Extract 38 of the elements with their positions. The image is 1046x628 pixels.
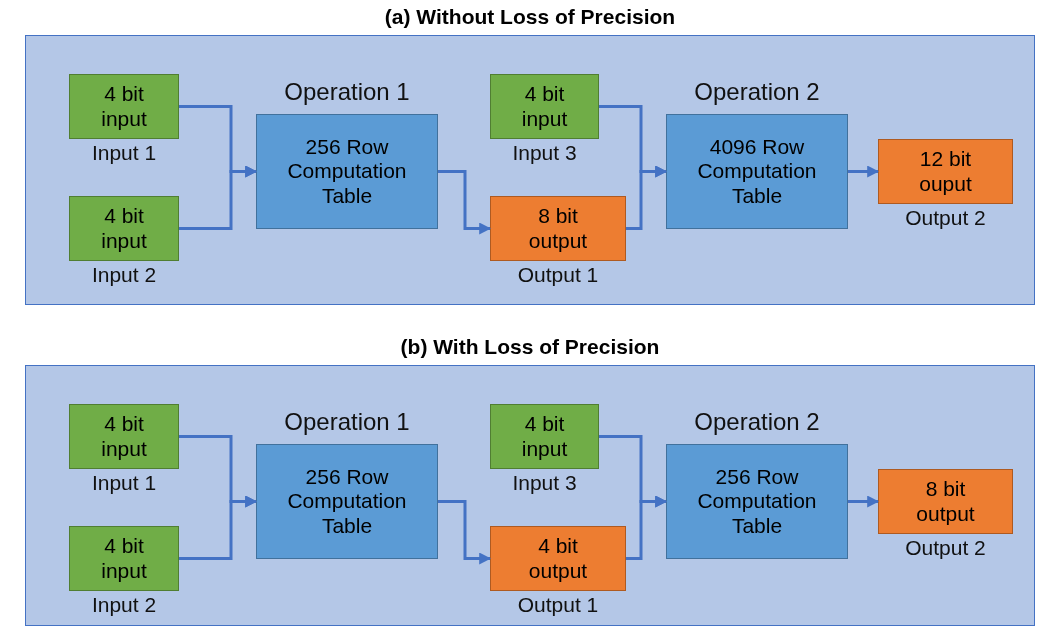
block-caption: Input 2 — [91, 263, 157, 288]
block-caption: Input 2 — [91, 593, 157, 618]
block-text: 4 bit input — [100, 412, 148, 461]
block-text: 12 bit ouput — [918, 147, 973, 196]
block-text: 4 bit input — [100, 82, 148, 131]
panel-title: (a) Without Loss of Precision — [384, 5, 676, 29]
arrow — [848, 165, 880, 178]
block-text: 4 bit input — [100, 534, 148, 583]
block-text: 8 bit output — [527, 204, 589, 253]
panel-title: (b) With Loss of Precision — [400, 335, 660, 359]
arrow — [179, 495, 258, 560]
operation-heading: Operation 2 — [694, 78, 820, 106]
operation-heading: Operation 1 — [284, 408, 410, 436]
block-text: 256 Row Computation Table — [696, 465, 818, 538]
block-text: 4096 Row Computation Table — [696, 135, 818, 208]
block-caption: Input 1 — [91, 141, 157, 166]
arrow — [438, 500, 492, 565]
block-text: 256 Row Computation Table — [286, 465, 408, 538]
arrow — [626, 495, 668, 560]
arrow — [848, 495, 880, 508]
block-text: 4 bit input — [520, 82, 569, 131]
block-caption: Output 1 — [517, 263, 599, 288]
block-text: 256 Row Computation Table — [286, 135, 408, 208]
block-caption: Output 2 — [905, 536, 986, 561]
block-caption: Output 2 — [905, 206, 986, 231]
block-text: 4 bit input — [100, 204, 148, 253]
block-caption: Output 1 — [517, 593, 599, 618]
arrow — [179, 165, 258, 230]
block-text: 4 bit input — [520, 412, 569, 461]
block-caption: Input 3 — [512, 471, 577, 496]
arrow — [438, 170, 492, 235]
block-text: 8 bit output — [915, 477, 976, 526]
block-caption: Input 1 — [91, 471, 157, 496]
operation-heading: Operation 1 — [284, 78, 410, 106]
operation-heading: Operation 2 — [694, 408, 820, 436]
block-caption: Input 3 — [512, 141, 577, 166]
block-text: 4 bit output — [527, 534, 589, 583]
arrow — [626, 165, 668, 230]
